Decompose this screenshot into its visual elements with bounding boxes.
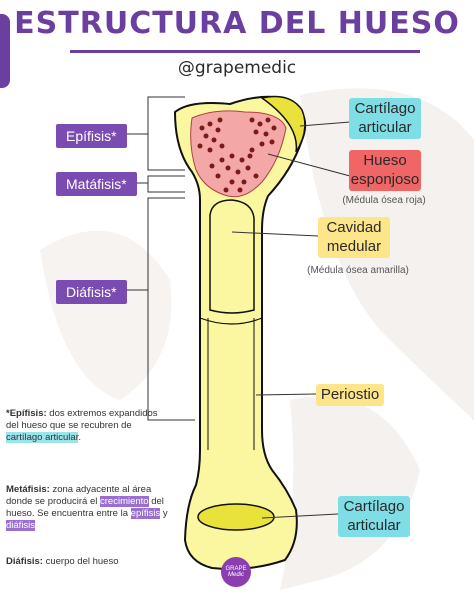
label-hueso-line1: Hueso [363, 152, 407, 169]
label-cavidad-sub: (Médula ósea amarilla) [307, 265, 409, 276]
label-cavidad-line1: Cavidad [326, 219, 382, 236]
note-diafisis-text: cuerpo del hueso [42, 556, 119, 567]
note-metafisis-text1: zona adyacente al área donde se producir… [6, 484, 152, 507]
left-brackets [126, 96, 195, 421]
label-diafisis: Diáfisis* [56, 280, 127, 304]
label-cartilago-top-line1: Cartílago [354, 100, 416, 117]
bottom-cartilage [197, 503, 275, 531]
note-epifisis-end: . [78, 432, 81, 443]
label-metafisis: Matáfisis* [56, 172, 137, 196]
medullary-cavity [209, 199, 255, 314]
note-epifisis-term: *Epífisis: [6, 408, 47, 419]
note-metafisis-highlight2: epífisis [130, 508, 161, 519]
label-cartilago-bottom: Cartílago articular [338, 496, 410, 537]
logo-line1: GRAPE [225, 566, 247, 572]
label-cartilago-top: Cartílago articular [349, 98, 421, 139]
note-metafisis-text3: y [160, 508, 168, 519]
page-title: ESTRUCTURA DEL HUESO [14, 6, 460, 41]
label-cartilago-top-line2: articular [358, 119, 412, 136]
label-hueso-sub: (Médula ósea roja) [342, 195, 426, 206]
spongy-bone [190, 110, 287, 198]
spongy-pores [197, 117, 277, 193]
note-epifisis-highlight: cartílago articular [6, 432, 79, 443]
note-metafisis-text2: del hueso. Se encuentra entre la [6, 496, 164, 519]
note-metafisis-term: Metáfisis: [6, 484, 50, 495]
label-periostio: Periostio [316, 384, 384, 406]
label-cavidad-line2: medular [326, 238, 382, 255]
grapemedic-logo: GRAPE Medic [221, 557, 251, 587]
label-hueso-line2: esponjoso [350, 171, 420, 188]
note-diafisis: Diáfisis: cuerpo del hueso [6, 556, 176, 568]
note-diafisis-term: Diáfisis: [6, 556, 43, 567]
title-underline [70, 50, 420, 53]
logo-line2: Medic [227, 572, 244, 578]
top-cartilage [260, 95, 306, 153]
label-cartilago-bottom-line1: Cartílago [343, 498, 405, 515]
note-metafisis-highlight1: crecimiento [100, 496, 149, 507]
note-metafisis: Metáfisis: zona adyacente al área donde … [6, 484, 176, 532]
pointer-lines [231, 121, 351, 519]
accent-stripe [0, 14, 10, 88]
note-epifisis-text: dos extremos expandidos del hueso que se… [6, 408, 158, 431]
note-epifisis: *Epífisis: dos extremos expandidos del h… [6, 408, 166, 444]
author-handle: @grapemedic [177, 58, 297, 78]
label-cavidad-medular: Cavidad medular [318, 217, 390, 258]
note-metafisis-highlight3: diáfisis [6, 520, 36, 531]
label-hueso-esponjoso: Hueso esponjoso [349, 150, 421, 191]
label-cartilago-bottom-line2: articular [347, 517, 401, 534]
label-epifisis: Epífisis* [56, 124, 127, 148]
